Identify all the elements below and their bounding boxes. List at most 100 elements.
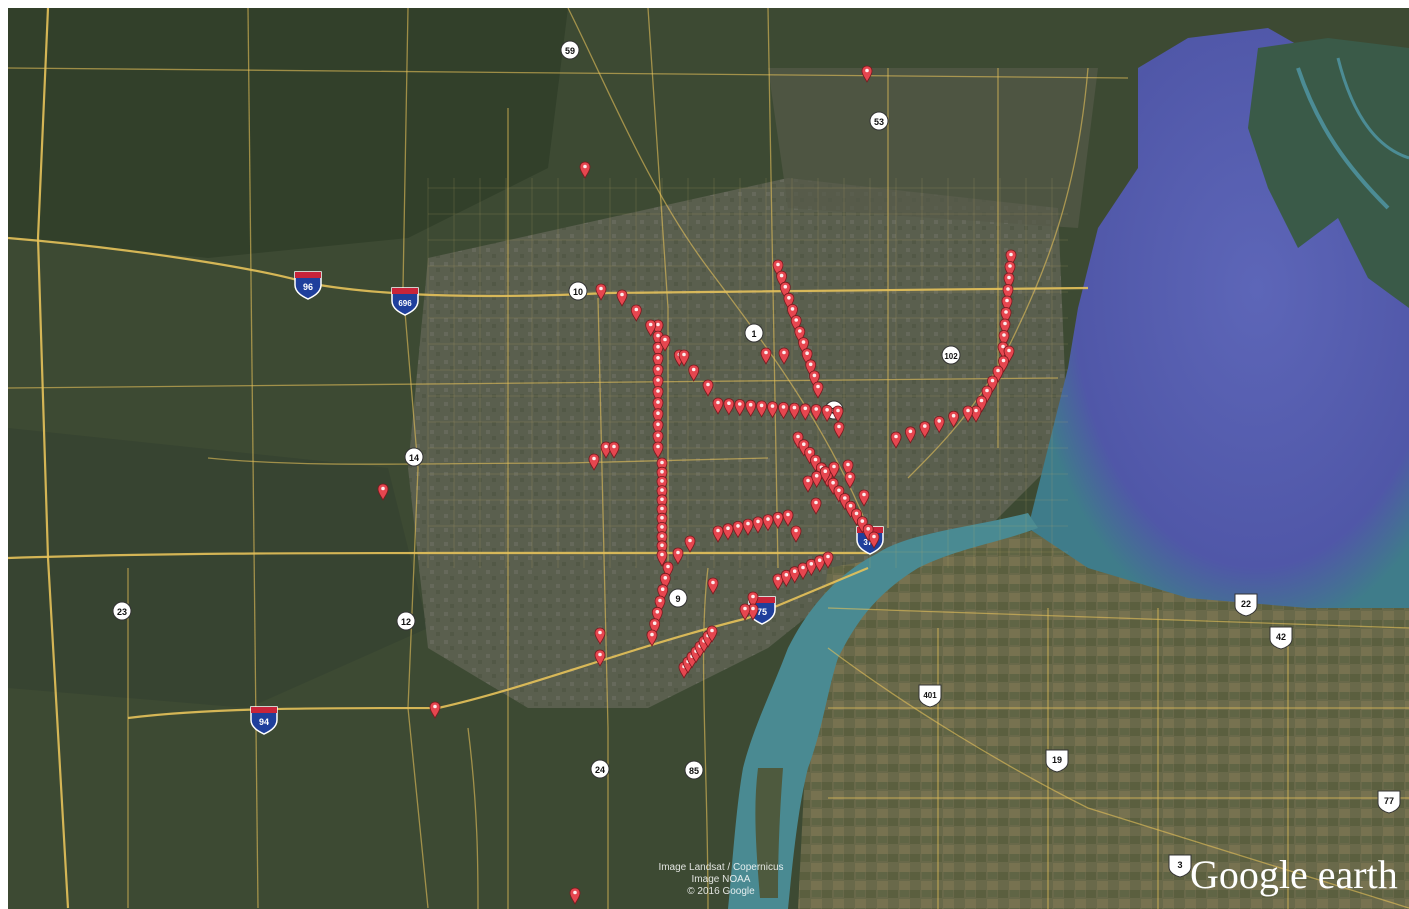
parking-pin-icon[interactable]	[798, 337, 809, 355]
parking-pin-icon[interactable]	[810, 404, 822, 422]
parking-pin-icon[interactable]	[797, 562, 809, 580]
parking-pin-icon[interactable]	[656, 512, 668, 531]
parking-pin-icon[interactable]	[812, 381, 824, 399]
parking-pin-icon[interactable]	[652, 419, 664, 437]
parking-pin-icon[interactable]	[712, 397, 724, 415]
parking-pin-icon[interactable]	[780, 569, 792, 588]
parking-pin-icon[interactable]	[656, 475, 668, 494]
parking-pin-icon[interactable]	[772, 573, 784, 591]
parking-pin-icon[interactable]	[821, 404, 833, 423]
parking-pin-icon[interactable]	[772, 511, 784, 530]
parking-pin-icon[interactable]	[656, 466, 668, 485]
parking-pin-icon[interactable]	[649, 618, 661, 636]
parking-pin-icon[interactable]	[1003, 272, 1015, 290]
parking-pin-icon[interactable]	[832, 405, 844, 423]
parking-pin-icon[interactable]	[805, 359, 817, 377]
parking-pin-icon[interactable]	[998, 355, 1009, 373]
parking-pin-icon[interactable]	[734, 399, 746, 417]
parking-pin-icon[interactable]	[1003, 345, 1015, 363]
parking-pin-icon[interactable]	[742, 518, 754, 536]
parking-pin-icon[interactable]	[652, 375, 664, 393]
parking-pin-icon[interactable]	[616, 289, 628, 307]
parking-pin-icon[interactable]	[778, 401, 789, 420]
parking-pin-icon[interactable]	[652, 386, 664, 404]
parking-pin-icon[interactable]	[948, 410, 959, 429]
parking-pin-icon[interactable]	[688, 364, 700, 382]
parking-pin-icon[interactable]	[646, 629, 658, 647]
parking-pin-icon[interactable]	[810, 497, 822, 515]
parking-pin-icon[interactable]	[651, 606, 663, 625]
parking-pin-icon[interactable]	[579, 161, 591, 179]
parking-pin-icon[interactable]	[684, 535, 696, 553]
parking-pin-icon[interactable]	[569, 887, 581, 905]
parking-pin-icon[interactable]	[712, 525, 724, 543]
parking-pin-icon[interactable]	[919, 421, 931, 439]
parking-pin-icon[interactable]	[630, 304, 642, 322]
parking-pin-icon[interactable]	[652, 441, 664, 459]
parking-pin-icon[interactable]	[789, 402, 800, 420]
parking-pin-icon[interactable]	[814, 555, 826, 573]
parking-pin-icon[interactable]	[377, 483, 389, 501]
parking-pin-icon[interactable]	[656, 494, 668, 512]
parking-pin-icon[interactable]	[739, 603, 751, 621]
parking-pin-icon[interactable]	[745, 399, 757, 418]
parking-pin-icon[interactable]	[1001, 295, 1013, 313]
parking-pin-icon[interactable]	[933, 415, 945, 434]
parking-pin-icon[interactable]	[594, 627, 606, 645]
parking-pin-icon[interactable]	[805, 558, 817, 577]
parking-pin-icon[interactable]	[789, 566, 801, 584]
parking-pin-icon[interactable]	[833, 421, 845, 439]
parking-pin-icon[interactable]	[767, 401, 778, 419]
parking-pin-icon[interactable]	[842, 459, 854, 477]
parking-pin-icon[interactable]	[1002, 284, 1014, 302]
parking-pin-icon[interactable]	[652, 341, 664, 360]
parking-pin-icon[interactable]	[732, 521, 744, 539]
parking-pin-icon[interactable]	[858, 489, 870, 507]
parking-pin-icon[interactable]	[429, 701, 441, 719]
parking-pin-icon[interactable]	[672, 547, 684, 565]
parking-pin-icon[interactable]	[594, 649, 606, 667]
parking-pin-icon[interactable]	[778, 347, 790, 365]
parking-pin-icon[interactable]	[656, 531, 668, 549]
parking-pin-icon[interactable]	[702, 379, 714, 397]
parking-pin-icon[interactable]	[707, 577, 719, 595]
parking-pin-icon[interactable]	[706, 625, 718, 643]
parking-pin-icon[interactable]	[656, 503, 668, 521]
parking-pin-icon[interactable]	[976, 395, 987, 413]
parking-pin-icon[interactable]	[652, 397, 664, 415]
parking-pin-icon[interactable]	[819, 466, 831, 484]
parking-pin-icon[interactable]	[756, 400, 767, 418]
parking-pin-icon[interactable]	[794, 326, 806, 344]
parking-pin-icon[interactable]	[747, 591, 759, 609]
parking-pin-icon[interactable]	[890, 431, 902, 449]
parking-pin-icon[interactable]	[588, 453, 600, 471]
satellite-map[interactable]: 5953966961011023143759752312942242401197…	[8, 8, 1409, 909]
parking-pin-icon[interactable]	[905, 426, 916, 444]
parking-pin-icon[interactable]	[656, 540, 668, 558]
parking-pin-icon[interactable]	[802, 475, 814, 493]
parking-pin-icon[interactable]	[1000, 307, 1012, 325]
parking-pin-icon[interactable]	[779, 281, 791, 300]
parking-pin-icon[interactable]	[782, 509, 794, 527]
parking-pin-icon[interactable]	[645, 319, 657, 337]
parking-pin-icon[interactable]	[868, 531, 880, 549]
parking-pin-icon[interactable]	[654, 595, 666, 613]
parking-pin-icon[interactable]	[652, 363, 664, 382]
parking-pin-icon[interactable]	[723, 398, 735, 416]
parking-pin-icon[interactable]	[828, 461, 840, 479]
parking-pin-icon[interactable]	[987, 375, 998, 393]
parking-pin-icon[interactable]	[783, 292, 795, 311]
parking-pin-icon[interactable]	[822, 551, 834, 569]
parking-pin-icon[interactable]	[722, 523, 734, 541]
parking-pin-icon[interactable]	[962, 405, 974, 423]
parking-pin-icon[interactable]	[801, 348, 813, 366]
parking-pin-icon[interactable]	[809, 370, 820, 388]
parking-pin-icon[interactable]	[752, 516, 764, 534]
parking-pin-icon[interactable]	[844, 471, 856, 489]
parking-pin-icon[interactable]	[845, 500, 856, 519]
parking-pin-icon[interactable]	[1004, 261, 1016, 279]
parking-pin-icon[interactable]	[656, 522, 668, 540]
parking-pin-icon[interactable]	[787, 303, 798, 322]
parking-pin-icon[interactable]	[656, 457, 668, 475]
parking-pin-icon[interactable]	[811, 470, 823, 489]
